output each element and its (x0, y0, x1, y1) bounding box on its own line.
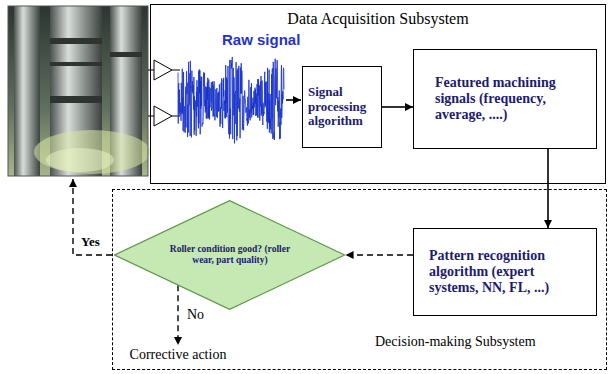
process-box: Featured machining signals (frequency, a… (413, 49, 597, 149)
sensor-wire (148, 116, 154, 117)
decision-diamond: Roller condition good? (roller wear, par… (114, 200, 345, 310)
process-text: Signal processing algorithm (308, 85, 376, 130)
roller-band (50, 38, 102, 44)
amplifier-symbol (154, 106, 172, 126)
flow-arrow (346, 254, 413, 255)
sensor-wire (148, 70, 154, 71)
branch-label: Yes (80, 234, 101, 250)
roller-band (50, 62, 102, 66)
decision-text: Roller condition good? (roller wear, par… (162, 244, 298, 267)
sensor-wire (172, 116, 180, 117)
raw-signal-wave (178, 57, 284, 143)
subsystem-box: Decision-making Subsystem Pattern recogni… (112, 189, 607, 370)
amplifier-symbol (154, 60, 172, 80)
subsystem-title: Decision-making Subsystem (375, 334, 536, 350)
flow-arrow (177, 285, 178, 345)
process-box: Signal processing algorithm (302, 66, 382, 148)
sensor-amplifiers (148, 60, 180, 126)
roller-band (50, 96, 102, 103)
coolant-spray (34, 130, 150, 174)
feedback-arrow (73, 179, 132, 255)
process-text: Pattern recognition algorithm (expert sy… (429, 248, 581, 296)
roller-band (110, 52, 142, 57)
coolant-spray (46, 148, 114, 172)
subsystem-title: Data Acquisition Subsystem (151, 10, 605, 28)
process-box: Pattern recognition algorithm (expert sy… (413, 228, 597, 316)
subsystem-box: Data Acquisition SubsystemSignal process… (150, 4, 606, 184)
process-text: Featured machining signals (frequency, a… (435, 75, 575, 123)
signal-arrow (286, 99, 301, 101)
outcome-text: Corrective action (101, 347, 255, 365)
sensor-wire (172, 70, 180, 71)
photo-frame (8, 6, 148, 176)
outcome-label: Corrective action (101, 347, 255, 363)
diamond-fill (115, 201, 345, 310)
branch-label: No (185, 307, 206, 323)
signal-label: Raw signal (222, 31, 300, 48)
machine-photo (8, 6, 150, 176)
flow-arrow (382, 106, 413, 108)
